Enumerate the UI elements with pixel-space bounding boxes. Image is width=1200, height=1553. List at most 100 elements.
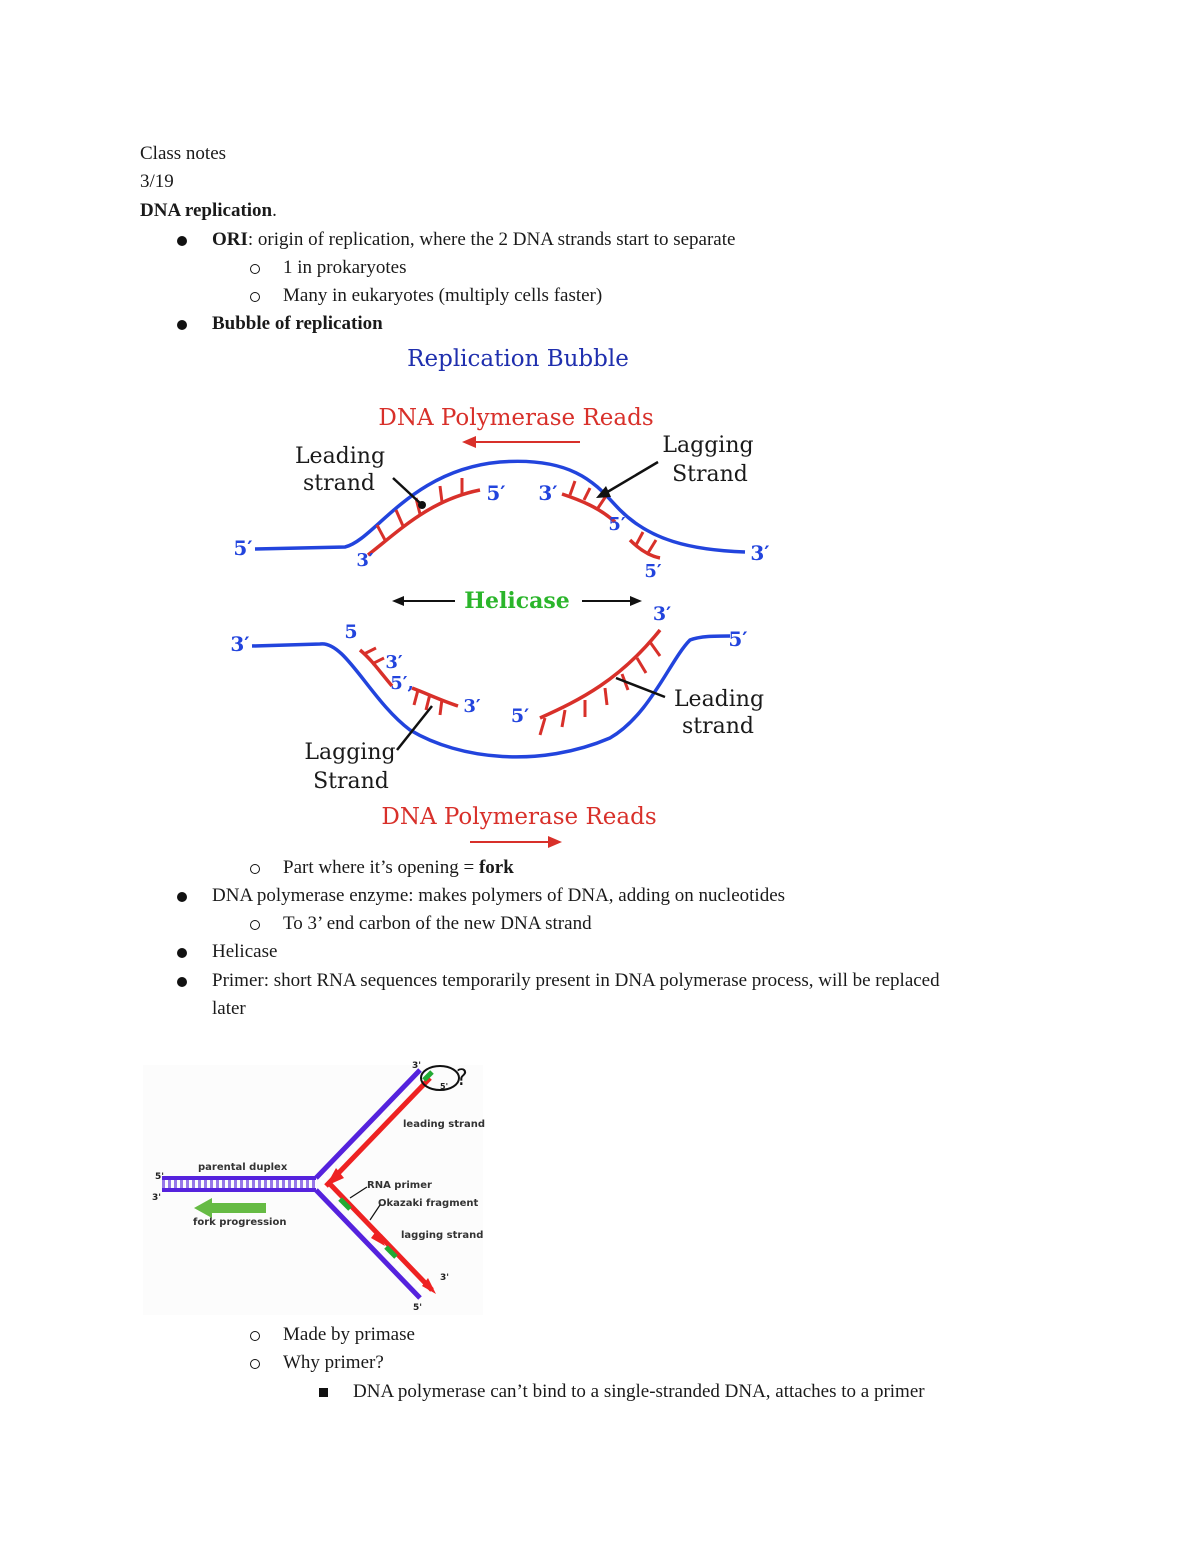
top-leading-5prime: 5′ <box>486 481 505 505</box>
fork-term: fork <box>478 857 514 878</box>
top-leading-rungs <box>375 478 464 541</box>
hollow-bullet-icon <box>250 864 260 874</box>
fork-text: Part where it’s opening = <box>283 857 479 878</box>
reads-top-label: DNA Polymerase Reads <box>378 405 653 431</box>
bottom-lagging-rungs-2 <box>412 689 444 716</box>
bottom-lagging-rungs-1 <box>363 646 385 666</box>
top-lagging-3prime: 3′ <box>538 481 557 505</box>
list-item-helicase: Helicase <box>212 941 278 962</box>
lagging-strand-label: lagging strand <box>401 1230 483 1241</box>
bottom-leading-3prime: 3′ <box>653 603 671 625</box>
ori-text: : origin of replication, where the 2 DNA… <box>247 229 736 250</box>
top-lagging-fragment-1 <box>561 492 617 524</box>
list-item-primase: Made by primase <box>283 1324 415 1345</box>
list-item-primer: Primer: short RNA sequences temporarily … <box>212 970 940 991</box>
helicase-left-arrow <box>392 596 455 606</box>
top-leading-new-strand <box>366 488 481 557</box>
lagging-arm <box>314 1180 436 1300</box>
bottom-leading-new-strand <box>539 628 662 720</box>
bottom-lagging-5prime: 5′, <box>390 673 414 694</box>
bullet-icon <box>177 236 187 246</box>
lagging-3prime: 3' <box>440 1273 449 1283</box>
section-heading-punct: . <box>272 200 277 221</box>
reads-bottom-arrow <box>470 836 562 848</box>
leading-strand-label: leading strand <box>403 1119 485 1130</box>
parental-duplex-label: parental duplex <box>198 1162 288 1173</box>
bottom-parent-strand <box>251 634 731 759</box>
fork-progression-arrow <box>194 1198 266 1218</box>
top-lagging-5prime: 5′ <box>608 514 626 535</box>
top-right-3prime: 3′ <box>750 541 769 565</box>
list-item-why-answer: DNA polymerase can’t bind to a single-st… <box>353 1381 925 1402</box>
ori-term: ORI <box>212 229 248 250</box>
reads-top-arrow <box>462 436 580 448</box>
top-lagging-5prime-2: 5′ <box>644 561 662 582</box>
leading-label-top-2: strand <box>303 471 375 496</box>
parental-duplex <box>162 1176 316 1192</box>
leading-top-pointer-dot <box>418 501 426 509</box>
doc-title: Class notes <box>140 143 227 164</box>
hollow-bullet-icon <box>250 1331 260 1341</box>
bottom-leading-5prime: 5′ <box>511 705 529 727</box>
bottom-lagging-fragment-1 <box>358 648 394 688</box>
hollow-bullet-icon <box>250 292 260 302</box>
square-bullet-icon <box>319 1388 328 1397</box>
bullet-icon <box>177 977 187 987</box>
list-item-eukaryotes: Many in eukaryotes (multiply cells faste… <box>283 285 603 306</box>
question-mark: ? <box>456 1066 468 1091</box>
top-leading-3prime: 3′ <box>356 550 374 571</box>
circled-end-marking <box>420 1065 460 1091</box>
bottom-lagging-3prime-2: 3′ <box>463 696 481 717</box>
rna-primer-pointer <box>349 1186 368 1199</box>
leading-3prime: 3' <box>412 1061 421 1071</box>
hollow-bullet-icon <box>250 920 260 930</box>
leading-bottom-pointer <box>615 676 666 699</box>
replication-fork-figure: 5' 3' parental duplex fork progression 3… <box>143 1061 485 1315</box>
top-lagging-rungs-2 <box>634 531 658 554</box>
doc-date: 3/19 <box>140 171 174 192</box>
list-item-fork: Part where it’s opening = fork <box>283 856 514 880</box>
list-item-bubble: Bubble of replication <box>212 313 383 334</box>
list-item-ori: ORI: origin of replication, where the 2 … <box>212 228 735 252</box>
leading-label-bottom-2: strand <box>682 714 754 739</box>
bullet-icon <box>177 948 187 958</box>
duplex-3prime: 3' <box>152 1193 161 1203</box>
top-lagging-fragment-2 <box>628 538 661 560</box>
bullet-icon <box>177 892 187 902</box>
leading-label-bottom-1: Leading <box>674 687 764 712</box>
list-item-primer-cont: later <box>212 998 246 1019</box>
list-item-polymerase-sub: To 3’ end carbon of the new DNA strand <box>283 913 592 934</box>
hollow-bullet-icon <box>250 264 260 274</box>
okazaki-pointer <box>369 1204 381 1221</box>
lagging-label-top-2: Strand <box>672 462 748 487</box>
bullet-icon <box>177 320 187 330</box>
section-heading: DNA replication. <box>140 199 277 223</box>
bottom-lagging-fragment-2 <box>411 686 459 708</box>
list-item-polymerase: DNA polymerase enzyme: makes polymers of… <box>212 885 786 906</box>
bottom-lagging-3prime-1: 3′ <box>385 652 403 673</box>
lagging-top-pointer <box>596 460 659 498</box>
hollow-bullet-icon <box>250 1359 260 1369</box>
lagging-bottom-pointer <box>396 705 433 751</box>
rna-primer-label: RNA primer <box>367 1180 432 1191</box>
lagging-5prime: 5' <box>413 1303 422 1313</box>
top-lagging-rungs-1 <box>568 480 608 509</box>
section-heading-text: DNA replication <box>140 200 273 221</box>
top-parent-strand <box>254 459 746 554</box>
lagging-label-bottom-2: Strand <box>313 769 389 794</box>
okazaki-fragment-label: Okazaki fragment <box>378 1198 479 1209</box>
duplex-5prime: 5' <box>155 1172 164 1182</box>
bottom-lagging-5: 5 <box>344 621 357 643</box>
bottom-right-5prime: 5′ <box>728 627 747 651</box>
list-item-prokaryotes: 1 in prokaryotes <box>283 257 407 278</box>
lagging-label-bottom-1: Lagging <box>304 740 395 765</box>
helicase-label: Helicase <box>464 588 570 614</box>
bubble-figure-title: Replication Bubble <box>407 346 629 372</box>
leading-top-pointer <box>392 477 421 504</box>
leading-5prime: 5' <box>440 1082 448 1091</box>
helicase-right-arrow <box>582 596 642 606</box>
fork-progression-label: fork progression <box>193 1217 286 1228</box>
lagging-label-top-1: Lagging <box>662 433 753 458</box>
top-left-5prime: 5′ <box>233 536 252 560</box>
reads-bottom-label: DNA Polymerase Reads <box>381 804 656 830</box>
